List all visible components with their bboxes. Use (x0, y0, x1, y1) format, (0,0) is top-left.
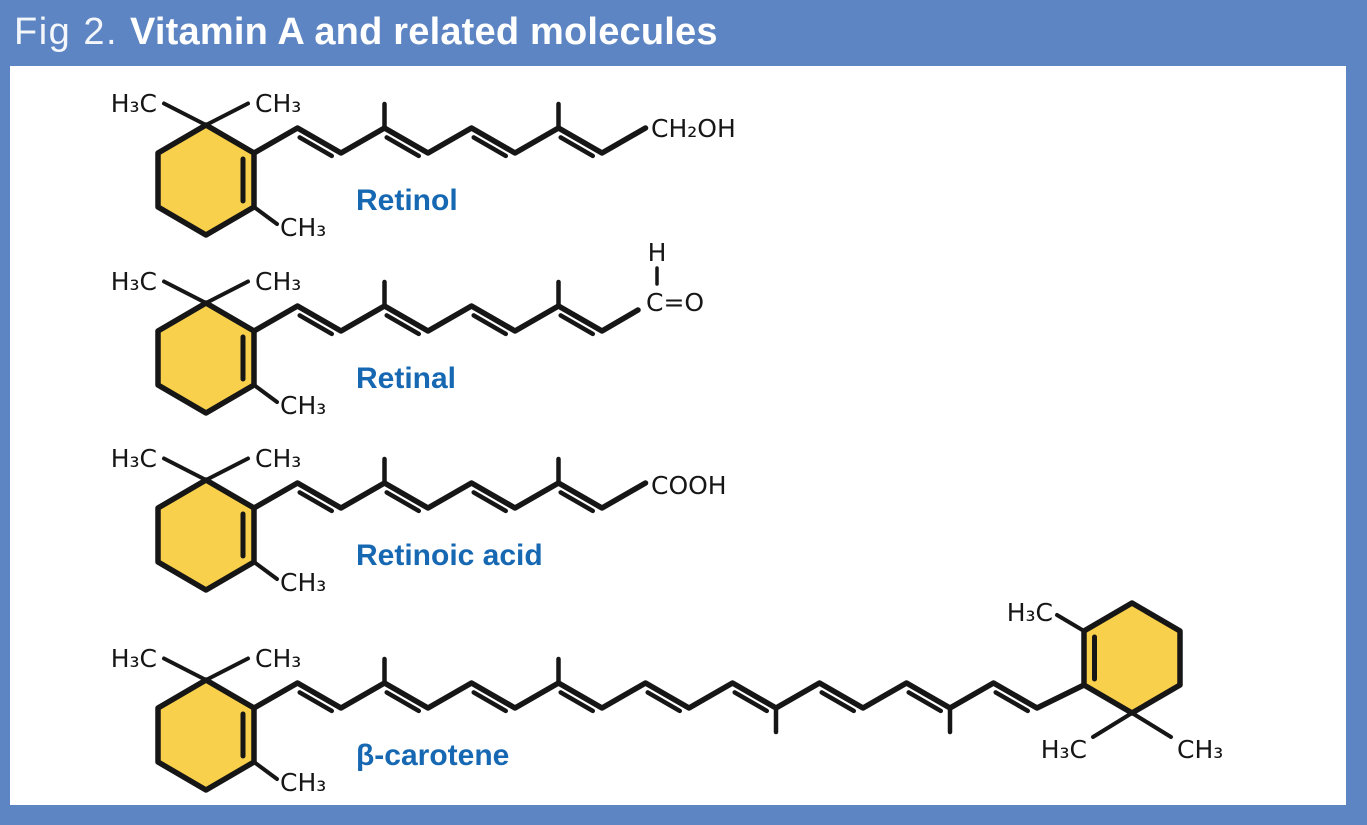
atom-label-ring-methyl: CH₃ (280, 568, 326, 597)
ionone-ring (155, 477, 257, 593)
substituent-bond (1130, 711, 1173, 739)
double-bond-line (558, 690, 596, 714)
double-bond-line (558, 313, 596, 337)
substituent-bond (1091, 711, 1134, 739)
polyene-chain (251, 680, 1087, 711)
atom-label-gem-right: CH₃ (255, 444, 301, 473)
double-bond-line (471, 490, 509, 514)
double-bond-line (471, 690, 509, 714)
double-bond-line (906, 690, 944, 714)
double-bond-line (384, 313, 422, 337)
double-bond-line (645, 690, 683, 714)
molecule-name-label: Retinoic acid (356, 539, 543, 572)
substituent-bond (162, 101, 208, 127)
double-bond-line (297, 690, 335, 714)
substituent-bond (162, 279, 208, 305)
substituent-bond (252, 205, 279, 226)
atom-label-gem-left: H₃C (111, 89, 157, 118)
figure-number: Fig 2. (14, 10, 119, 53)
polyene-chain (251, 303, 641, 334)
molecule-carotene: H₃C CH₃ CH₃ H₃C H₃C CH₃ β-carotene (111, 598, 1224, 797)
substituent-bond (252, 383, 279, 404)
molecule-retinoic: H₃C CH₃ CH₃ COOH Retinoic acid (111, 444, 727, 597)
substituent-bond (1055, 613, 1086, 633)
double-bond-line (732, 690, 770, 714)
atom-label-gem-right: CH₃ (255, 89, 301, 118)
atom-label-right-gem-right: CH₃ (1177, 735, 1223, 764)
double-bond-line (384, 490, 422, 514)
molecule-name-label: Retinal (356, 362, 456, 395)
aldehyde-h-label: H (648, 238, 667, 267)
substituent-bond (252, 560, 279, 581)
atom-label-ring-methyl: CH₃ (280, 213, 326, 242)
polyene-chain (251, 480, 649, 511)
atom-label-gem-left: H₃C (111, 267, 157, 296)
terminal-group-label: C=O (646, 288, 704, 317)
double-bond-line (471, 135, 509, 159)
substituent-bond (204, 456, 250, 482)
atom-label-ring-methyl: CH₃ (280, 768, 326, 797)
molecule-retinal: H₃C CH₃ CH₃ H C=O Retinal (111, 238, 704, 420)
ionone-ring (155, 122, 257, 238)
double-bond-line (297, 313, 335, 337)
atom-label-gem-right: CH₃ (255, 267, 301, 296)
double-bond-line (297, 135, 335, 159)
molecule-name-label: Retinol (356, 184, 458, 217)
substituent-bond (162, 456, 208, 482)
terminal-group-label: COOH (651, 471, 727, 500)
atom-label-right-gem-left: H₃C (1041, 735, 1087, 764)
double-bond-line (384, 135, 422, 159)
substituent-bond (162, 656, 208, 682)
polyene-chain (251, 125, 649, 156)
atom-label-right-ring-methyl: H₃C (1007, 598, 1053, 627)
figure-header: Fig 2. Vitamin A and related molecules (14, 0, 1347, 64)
molecule-retinol: H₃C CH₃ CH₃ CH₂OH Retinol (111, 89, 736, 242)
double-bond-line (558, 135, 596, 159)
substituent-bond (204, 279, 250, 305)
atom-label-gem-left: H₃C (111, 444, 157, 473)
substituent-bond (204, 101, 250, 127)
atom-label-ring-methyl: CH₃ (280, 391, 326, 420)
double-bond-line (297, 490, 335, 514)
molecule-name-label: β-carotene (356, 739, 509, 772)
terminal-group-label: CH₂OH (651, 114, 736, 143)
double-bond-line (993, 690, 1031, 714)
atom-label-gem-right: CH₃ (255, 644, 301, 673)
double-bond-line (471, 313, 509, 337)
double-bond-line (384, 690, 422, 714)
substituent-bond (252, 760, 279, 781)
ionone-ring (155, 677, 257, 793)
ionone-ring (155, 300, 257, 416)
double-bond-line (558, 490, 596, 514)
ionone-ring (1081, 600, 1183, 716)
atom-label-gem-left: H₃C (111, 644, 157, 673)
double-bond-line (819, 690, 857, 714)
figure-title: Vitamin A and related molecules (130, 10, 718, 53)
substituent-bond (204, 656, 250, 682)
